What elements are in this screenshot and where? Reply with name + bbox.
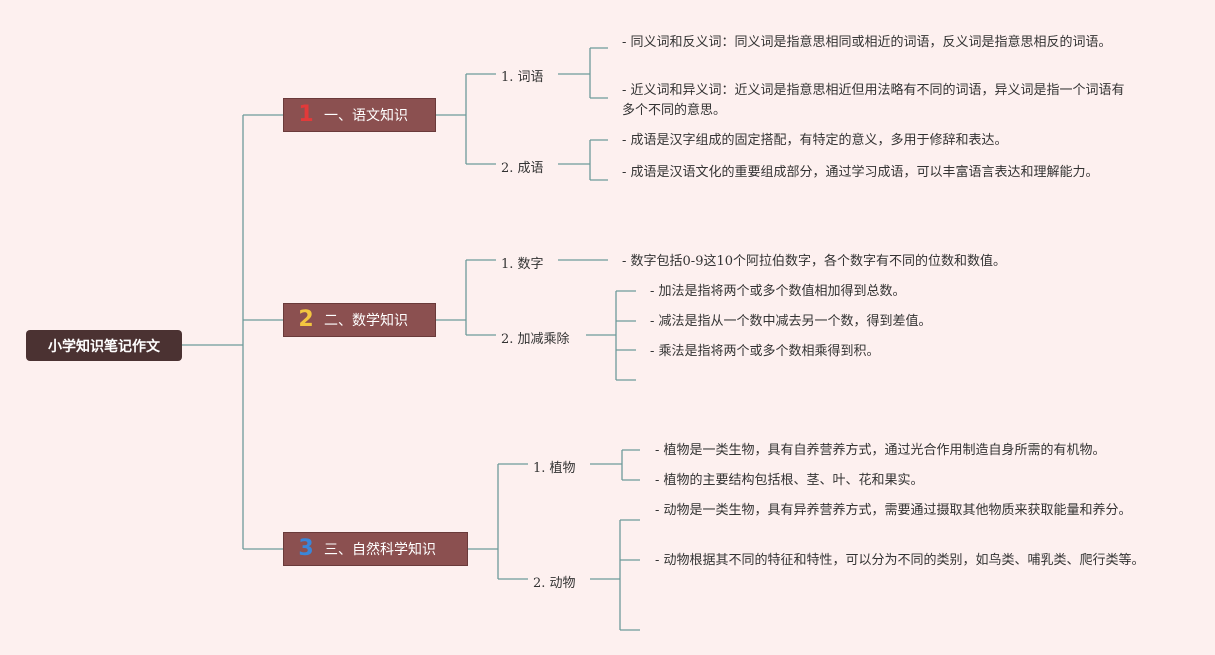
number-badge-2: 2 <box>298 307 314 332</box>
branch-label: 三、自然科学知识 <box>324 542 436 558</box>
leaf-near-synonyms: - 近义词和异义词：近义词是指意思相近但用法略有不同的词语，异义词是指一个词语有… <box>622 83 1125 118</box>
leaf-subtraction: - 减法是指从一个数中减去另一个数，得到差值。 <box>650 314 932 329</box>
number-badge-1: 1 <box>298 102 314 127</box>
leaf-multiplication: - 乘法是指将两个或多个数相乘得到积。 <box>650 344 880 359</box>
leaf-addition: - 加法是指将两个或多个数值相加得到总数。 <box>650 284 906 299</box>
root-node[interactable]: 小学知识笔记作文 <box>26 330 182 361</box>
branch-chinese[interactable]: 1 一、语文知识 <box>283 98 436 132</box>
leaf-synonyms: - 同义词和反义词：同义词是指意思相同或相近的词语，反义词是指意思相反的词语。 <box>622 35 1112 50</box>
leaf-plants-2: - 植物的主要结构包括根、茎、叶、花和果实。 <box>655 473 924 488</box>
sub-node-idioms[interactable]: 2. 成语 <box>501 161 544 176</box>
branch-label: 二、数学知识 <box>324 313 408 329</box>
root-title: 小学知识笔记作文 <box>48 338 160 355</box>
leaf-animals-1: - 动物是一类生物，具有异养营养方式，需要通过摄取其他物质来获取能量和养分。 <box>655 503 1132 518</box>
leaf-idioms-2: - 成语是汉语文化的重要组成部分，通过学习成语，可以丰富语言表达和理解能力。 <box>622 165 1099 180</box>
leaf-idioms-1: - 成语是汉字组成的固定搭配，有特定的意义，多用于修辞和表达。 <box>622 133 1008 148</box>
sub-node-animals[interactable]: 2. 动物 <box>533 576 576 591</box>
leaf-plants-1: - 植物是一类生物，具有自养营养方式，通过光合作用制造自身所需的有机物。 <box>655 443 1106 458</box>
sub-node-plants[interactable]: 1. 植物 <box>533 461 576 476</box>
sub-node-words[interactable]: 1. 词语 <box>501 70 544 85</box>
leaf-digits: - 数字包括0-9这10个阿拉伯数字，各个数字有不同的位数和数值。 <box>622 254 1007 269</box>
branch-math[interactable]: 2 二、数学知识 <box>283 303 436 337</box>
number-badge-3: 3 <box>298 536 314 561</box>
leaf-animals-2: - 动物根据其不同的特征和特性，可以分为不同的类别，如鸟类、哺乳类、爬行类等。 <box>655 553 1145 568</box>
sub-node-digits[interactable]: 1. 数字 <box>501 257 544 272</box>
branch-science[interactable]: 3 三、自然科学知识 <box>283 532 468 566</box>
branch-label: 一、语文知识 <box>324 108 408 124</box>
sub-node-arithmetic[interactable]: 2. 加减乘除 <box>501 332 570 347</box>
